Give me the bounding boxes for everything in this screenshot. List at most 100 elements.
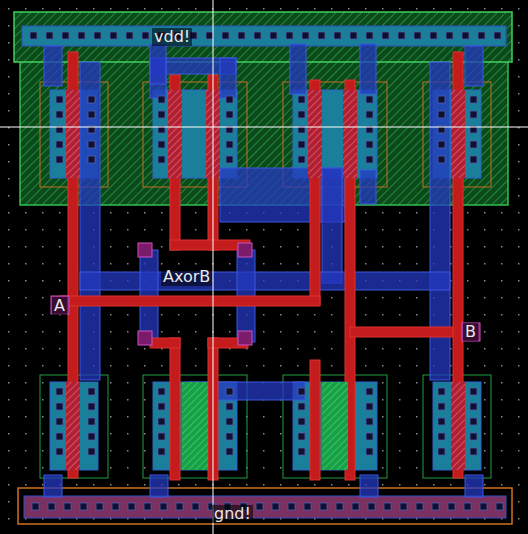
contact [438, 141, 445, 148]
contact [226, 141, 233, 148]
contact [448, 503, 455, 510]
contact [192, 503, 199, 510]
contact [496, 503, 503, 510]
contact [416, 503, 423, 510]
contact [438, 96, 445, 103]
contact [446, 32, 453, 39]
contact [366, 111, 373, 118]
poly-contacts [51, 243, 480, 345]
contact [350, 32, 357, 39]
contact [56, 388, 63, 395]
contact [470, 448, 477, 455]
contact [352, 503, 359, 510]
contact [158, 156, 165, 163]
contact [438, 111, 445, 118]
contact [414, 32, 421, 39]
contact [88, 156, 95, 163]
contact [302, 32, 309, 39]
contact [88, 111, 95, 118]
contact [430, 32, 437, 39]
contact [298, 448, 305, 455]
contacts [30, 32, 503, 510]
cursor-line [213, 0, 214, 534]
contact [88, 403, 95, 410]
contact [206, 32, 213, 39]
contact [56, 403, 63, 410]
contact [56, 111, 63, 118]
contact [226, 111, 233, 118]
contact [320, 503, 327, 510]
contact [366, 96, 373, 103]
contact [470, 418, 477, 425]
contact [480, 503, 487, 510]
gnd-rail [24, 496, 506, 518]
contact [298, 141, 305, 148]
contact [56, 96, 63, 103]
contact [56, 433, 63, 440]
contact [88, 141, 95, 148]
contact [298, 403, 305, 410]
contact [368, 503, 375, 510]
contact [88, 96, 95, 103]
contact [254, 32, 261, 39]
contact [438, 388, 445, 395]
contact [464, 503, 471, 510]
contact [398, 32, 405, 39]
contact [432, 503, 439, 510]
contact [470, 433, 477, 440]
contact [366, 388, 373, 395]
contact [298, 418, 305, 425]
contact [80, 503, 87, 510]
contact [158, 388, 165, 395]
contact [288, 503, 295, 510]
contact [366, 156, 373, 163]
contact [286, 32, 293, 39]
contact [226, 448, 233, 455]
vdd-rail [22, 26, 506, 46]
vdd-rail-well [14, 12, 512, 62]
contact [400, 503, 407, 510]
contact [334, 32, 341, 39]
contact [176, 503, 183, 510]
pin-label: A [52, 297, 67, 315]
contact [56, 418, 63, 425]
contact [46, 32, 53, 39]
contact [226, 156, 233, 163]
contact [56, 448, 63, 455]
contact [384, 503, 391, 510]
contact [366, 403, 373, 410]
contact [94, 32, 101, 39]
contact [298, 111, 305, 118]
contact [158, 403, 165, 410]
contact [462, 32, 469, 39]
contact [226, 418, 233, 425]
contact [30, 32, 37, 39]
net-label: gnd! [212, 505, 253, 523]
contact [56, 141, 63, 148]
contact [298, 433, 305, 440]
contact [88, 388, 95, 395]
contact [366, 32, 373, 39]
contact [336, 503, 343, 510]
contact [88, 433, 95, 440]
contact [318, 32, 325, 39]
contact [158, 96, 165, 103]
pin-label: B [463, 323, 478, 341]
contact [144, 503, 151, 510]
contact [88, 418, 95, 425]
contact [298, 96, 305, 103]
contact [62, 32, 69, 39]
contact [470, 156, 477, 163]
cursor-line [0, 127, 528, 128]
metal1 [44, 44, 483, 497]
contact [478, 32, 485, 39]
contact [32, 503, 39, 510]
gates [66, 90, 465, 470]
net-label: AxorB [161, 268, 212, 286]
contact [64, 503, 71, 510]
contact [256, 503, 263, 510]
contact [272, 503, 279, 510]
contact [226, 96, 233, 103]
